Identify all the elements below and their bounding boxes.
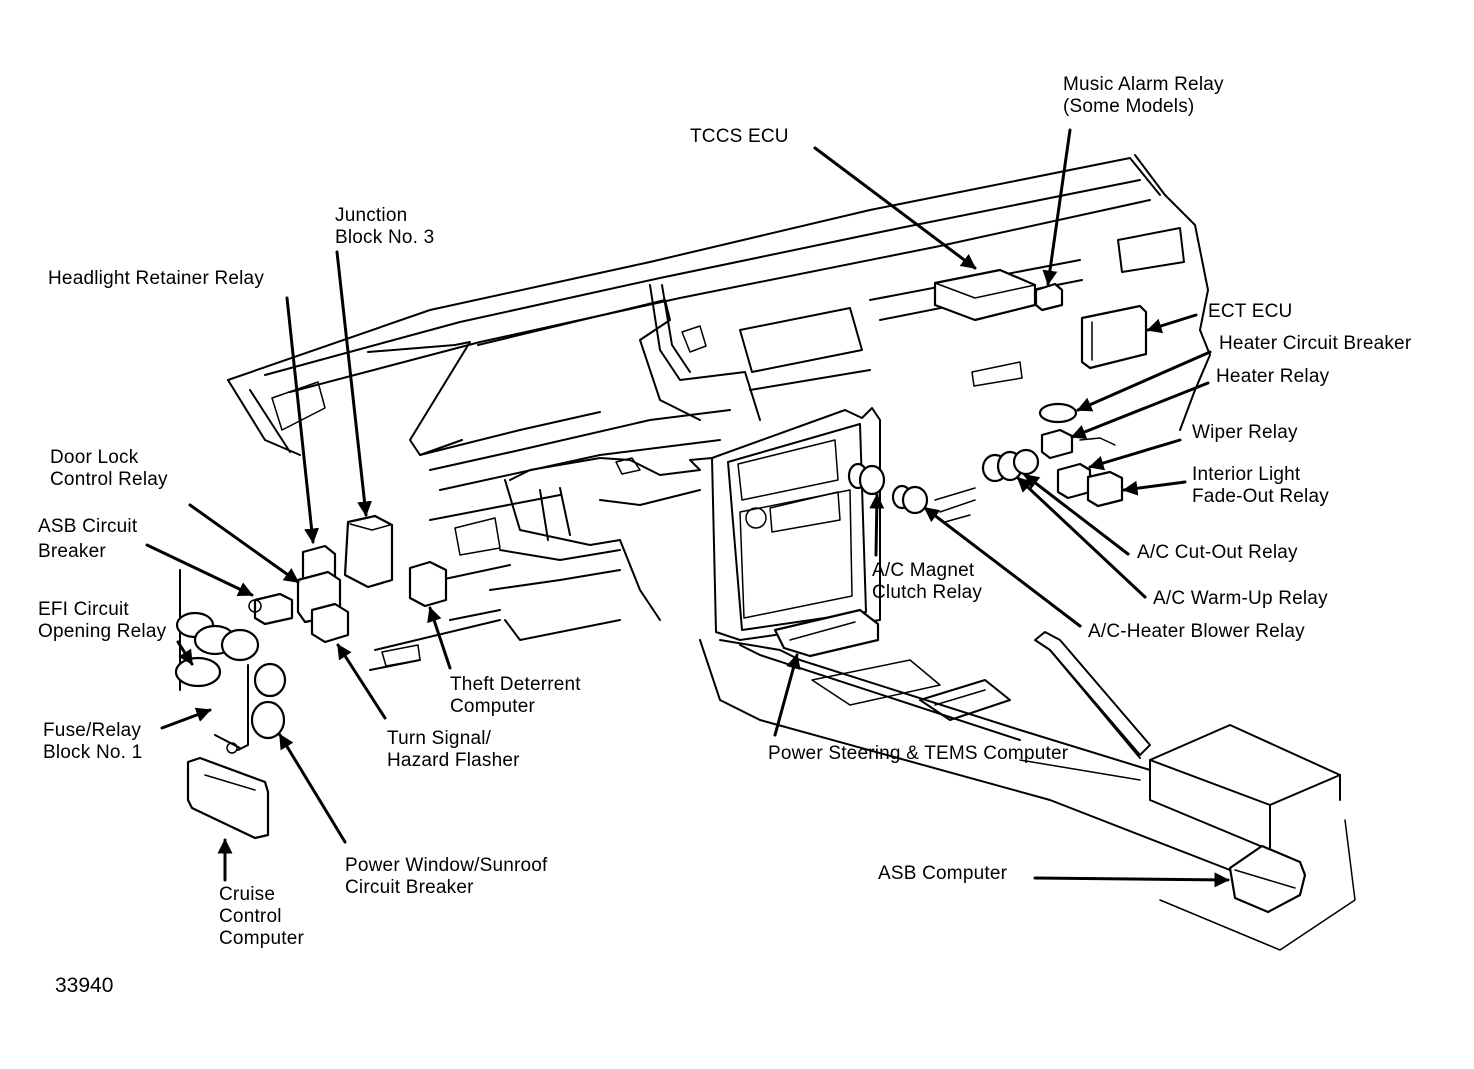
label-line: Door Lock [50,447,139,468]
component-junction-block-3 [343,514,394,589]
component-asb-computer [1228,844,1307,914]
label-headlight-retainer-relay: Headlight Retainer Relay [48,268,264,290]
label-line: Headlight Retainer Relay [48,268,265,289]
label-music-alarm-relay: Music Alarm Relay (Some Models) [1063,74,1224,118]
label-line: Block No. 1 [43,742,143,763]
label-line: Wiper Relay [1192,422,1298,443]
label-line: Control [219,906,282,927]
label-efi-circuit-opening-relay: EFI Circuit Opening Relay [38,599,166,643]
label-junction-block-3: Junction Block No. 3 [335,205,434,249]
label-line: EFI Circuit [38,599,129,620]
arrow-power-window-sunroof-cb [278,733,347,844]
label-line: Junction [335,205,408,226]
label-ac-heater-blower-relay: A/C-Heater Blower Relay [1088,621,1305,643]
component-heater-circuit-breaker [1038,402,1078,424]
label-heater-relay: Heater Relay [1216,366,1329,388]
arrow-door-lock-control-relay [188,503,300,584]
label-asb-circuit-breaker: ASB Circuit Breaker [38,516,137,563]
component-music-alarm-relay [1034,282,1064,312]
label-line: A/C Magnet [872,560,975,581]
component-ect-ecu [1080,304,1148,370]
label-line: Cruise [219,884,276,905]
label-line: Circuit Breaker [345,877,474,898]
arrow-asb-circuit-breaker [145,543,254,597]
label-line: TCCS ECU [690,126,789,147]
arrow-ac-warm-up-relay [1016,476,1147,599]
label-line: Heater Circuit Breaker [1219,333,1412,354]
component-tccs-ecu [933,268,1037,322]
component-turn-signal-flasher [310,602,350,644]
label-line: Music Alarm Relay [1063,74,1224,95]
arrow-junction-block-3 [335,250,372,517]
arrow-asb-computer [1033,872,1230,888]
label-line: A/C Cut-Out Relay [1137,542,1298,563]
label-line: Interior Light [1192,464,1301,485]
label-cruise-control-computer: Cruise Control Computer [219,884,304,950]
arrow-ect-ecu [1146,313,1198,334]
label-line: Computer [450,696,536,717]
label-fuse-relay-block-1: Fuse/Relay Block No. 1 [43,720,142,764]
arrow-headlight-retainer-relay [285,296,320,544]
component-cruise-control-computer [186,756,270,840]
arrow-fuse-relay-block-1 [160,707,212,730]
label-line: ECT ECU [1208,301,1293,322]
arrow-wiper-relay [1088,438,1182,471]
label-heater-circuit-breaker: Heater Circuit Breaker [1219,333,1411,355]
label-line: Clutch Relay [872,582,983,603]
component-asb-circuit-breaker [248,592,294,626]
label-ac-magnet-clutch-relay: A/C Magnet Clutch Relay [872,560,982,604]
label-turn-signal-hazard-flasher: Turn Signal/ Hazard Flasher [387,728,520,772]
label-line: ASB Computer [878,863,1008,884]
arrow-interior-light-fade-out-relay [1122,480,1187,496]
label-line: A/C-Heater Blower Relay [1088,621,1305,642]
arrow-heater-circuit-breaker [1076,350,1212,412]
label-tccs-ecu: TCCS ECU [690,126,789,148]
label-door-lock-control-relay: Door Lock Control Relay [50,447,168,491]
label-asb-computer: ASB Computer [878,863,1007,885]
label-line: Computer [219,928,305,949]
label-line: Block No. 3 [335,227,435,248]
label-line: Power Steering & TEMS Computer [768,743,1069,764]
component-ac-relays-cluster [934,448,1040,523]
arrow-tccs-ecu [813,146,977,270]
label-line: Power Window/Sunroof [345,855,548,876]
arrow-power-steering-tems [773,653,801,737]
component-interior-light-fade-out-relay [1086,470,1124,508]
label-line: Opening Relay [38,621,167,642]
label-line: (Some Models) [1063,96,1195,117]
figure-number: 33940 [55,974,114,997]
label-line: A/C Warm-Up Relay [1153,588,1328,609]
arrow-music-alarm-relay [1042,128,1072,286]
label-wiper-relay: Wiper Relay [1192,422,1298,444]
label-power-window-sunroof-cb: Power Window/Sunroof Circuit Breaker [345,855,548,899]
label-line: Theft Deterrent [450,674,581,695]
label-line: Fade-Out Relay [1192,486,1329,507]
arrow-turn-signal-flasher [336,643,387,720]
label-ac-warm-up-relay: A/C Warm-Up Relay [1153,588,1328,610]
label-line: Control Relay [50,469,168,490]
component-heater-relay [1040,428,1116,460]
arrow-ac-heater-blower-relay [923,506,1082,628]
leader-arrows [145,128,1230,888]
arrow-theft-deterrent-computer [427,606,452,670]
component-ac-magnet-clutch-relay [847,462,886,496]
label-theft-deterrent-computer: Theft Deterrent Computer [450,674,581,718]
label-line: Heater Relay [1216,366,1330,387]
label-power-steering-tems-computer: Power Steering & TEMS Computer [768,743,1068,765]
arrow-ac-magnet-clutch-relay [869,493,885,557]
component-wiper-relay [1056,462,1092,500]
label-line: Breaker [38,541,106,562]
component-ac-heater-blower-relay [891,484,929,515]
label-interior-light-fade-out-relay: Interior Light Fade-Out Relay [1192,464,1329,508]
component-theft-deterrent-computer [408,560,448,608]
label-ect-ecu: ECT ECU [1208,301,1292,323]
arrow-efi-circuit-opening-relay [176,640,194,666]
label-line: Hazard Flasher [387,750,520,771]
label-line: ASB Circuit [38,516,138,537]
label-line: Turn Signal/ [387,728,492,749]
label-line: Fuse/Relay [43,720,142,741]
label-ac-cut-out-relay: A/C Cut-Out Relay [1137,542,1298,564]
arrow-ac-cut-out-relay [1023,473,1130,556]
arrow-heater-relay [1070,381,1210,439]
